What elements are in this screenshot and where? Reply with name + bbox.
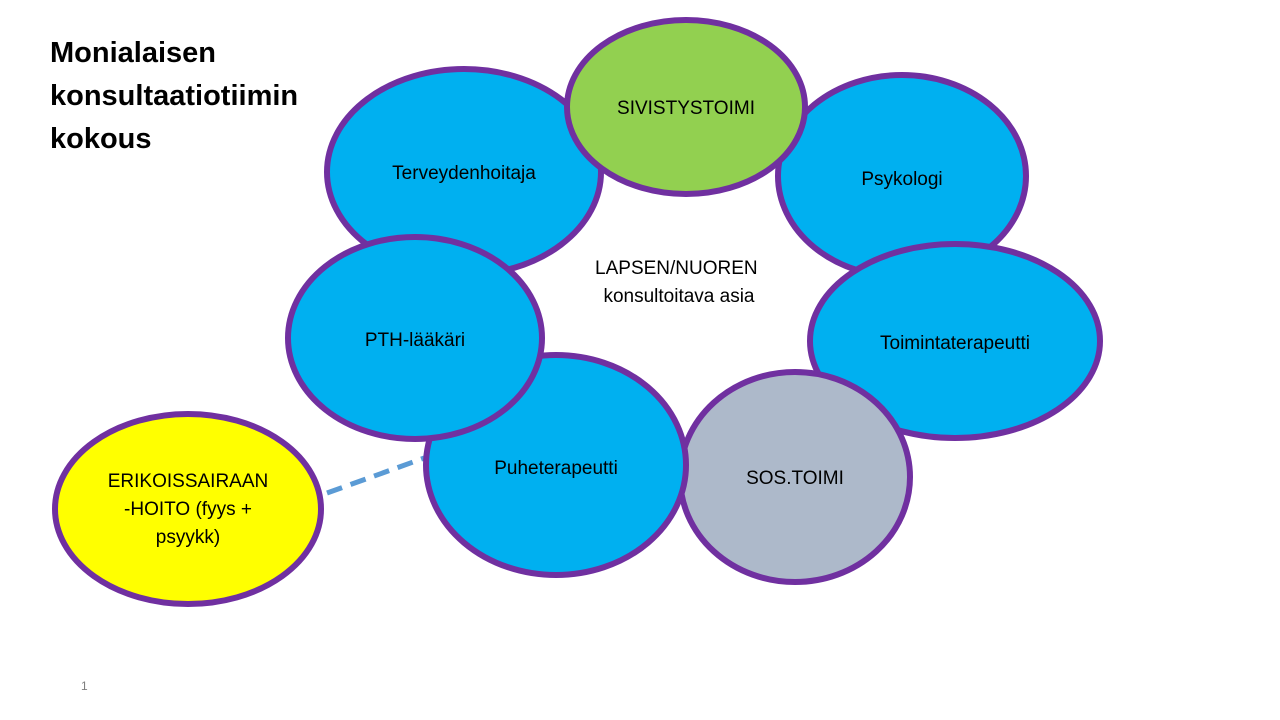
node-terveydenhoitaja-label-line: Terveydenhoitaja — [392, 163, 536, 184]
node-toimintaterapeutti-label: Toimintaterapeutti — [880, 333, 1030, 354]
node-pth-laakari-ellipse — [285, 234, 545, 442]
node-psykologi: Psykologi — [775, 72, 1029, 280]
page-number: 1 — [81, 679, 88, 693]
node-sos-toimi: SOS.TOIMI — [677, 369, 913, 585]
node-erikoissairaanhoito-label-line: ERIKOISSAIRAAN — [108, 471, 269, 492]
node-toimintaterapeutti-ellipse — [807, 241, 1103, 441]
dashed-connector — [326, 449, 442, 496]
node-puheterapeutti-label: Puheterapeutti — [494, 458, 618, 479]
node-erikoissairaanhoito-label-line: -HOITO (fyys + — [124, 499, 252, 520]
node-pth-laakari-label-line: PTH-lääkäri — [365, 330, 465, 351]
title-line-3: kokous — [50, 123, 152, 155]
node-toimintaterapeutti-label-line: Toimintaterapeutti — [880, 333, 1030, 354]
nodes-layer: Terveydenhoitaja PsykologiToimintaterapeu… — [52, 17, 1103, 607]
node-psykologi-label: Psykologi — [861, 169, 942, 190]
center-label: LAPSEN/NUOREN konsultoitava asia — [595, 258, 763, 307]
node-sos-toimi-label-line: SOS.TOIMI — [746, 468, 844, 489]
node-toimintaterapeutti: Toimintaterapeutti — [807, 241, 1103, 441]
node-pth-laakari-label: PTH-lääkäri — [365, 330, 465, 351]
node-erikoissairaanhoito-label-line: psyykk) — [156, 527, 220, 548]
slide-title: Monialaisen konsultaatiotiimin kokous — [50, 32, 370, 161]
center-line-1: LAPSEN/NUOREN — [595, 258, 758, 279]
node-terveydenhoitaja-label: Terveydenhoitaja — [392, 163, 536, 184]
node-puheterapeutti-label-line: Puheterapeutti — [494, 458, 618, 479]
node-pth-laakari: PTH-lääkäri — [285, 234, 545, 442]
node-sos-toimi-label: SOS.TOIMI — [746, 468, 844, 489]
node-erikoissairaanhoito-ellipse — [52, 411, 324, 607]
node-sivistystoimi: SIVISTYSTOIMI — [564, 17, 808, 197]
node-sivistystoimi-label: SIVISTYSTOIMI — [617, 98, 755, 119]
node-erikoissairaanhoito: ERIKOISSAIRAAN -HOITO (fyys + psyykk) — [52, 411, 324, 607]
title-line-1: Monialaisen — [50, 37, 216, 69]
node-psykologi-label-line: Psykologi — [861, 169, 942, 190]
node-erikoissairaanhoito-label: ERIKOISSAIRAAN -HOITO (fyys + psyykk) — [108, 471, 269, 548]
node-sivistystoimi-label-line: SIVISTYSTOIMI — [617, 98, 755, 119]
node-sivistystoimi-ellipse — [564, 17, 808, 197]
title-line-2: konsultaatiotiimin — [50, 80, 299, 112]
center-line-2: konsultoitava asia — [603, 286, 754, 307]
